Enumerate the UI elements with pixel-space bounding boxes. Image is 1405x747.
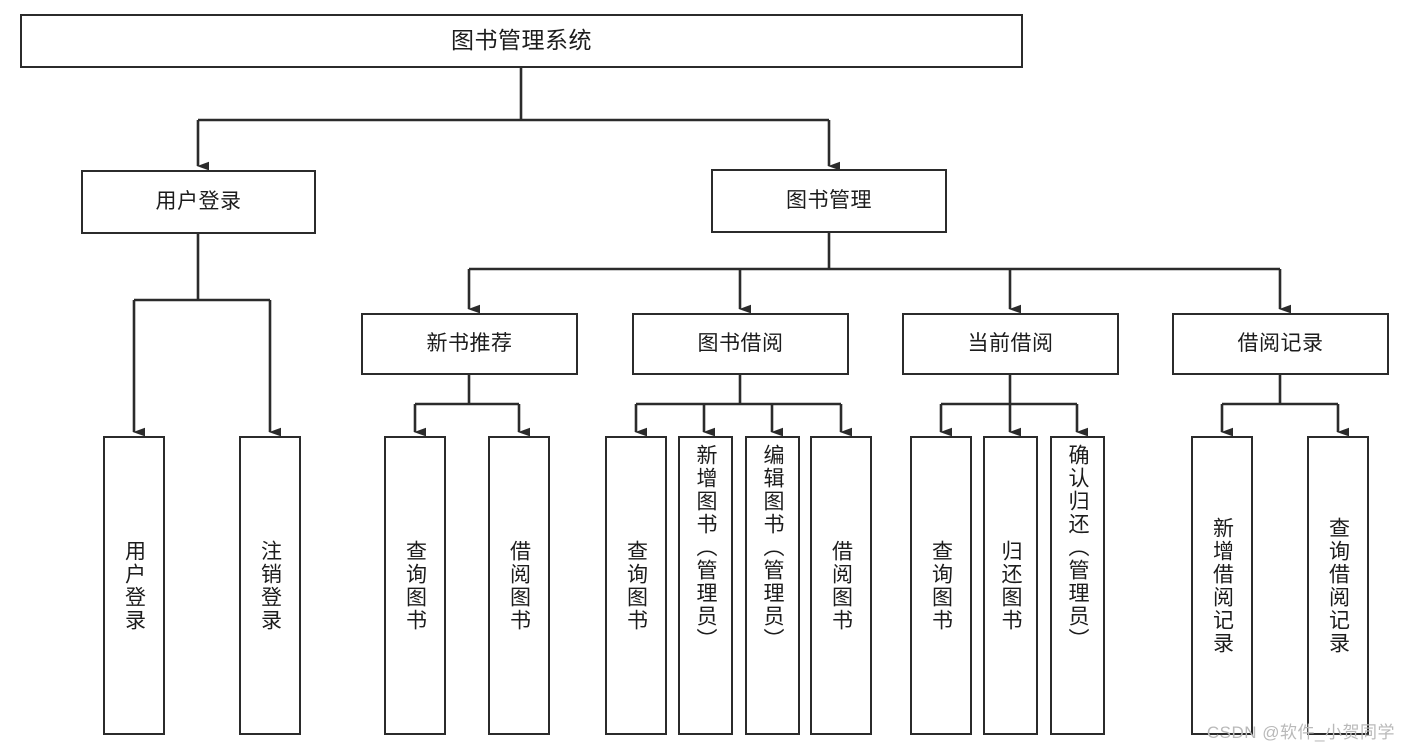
node-label: 用户登录 xyxy=(122,539,146,632)
leaf-borrow-add-book[interactable]: 新增图书（管理员） xyxy=(678,436,733,735)
node-new-book-recommend[interactable]: 新书推荐 xyxy=(361,313,578,375)
leaf-current-confirm-return[interactable]: 确认归还（管理员） xyxy=(1050,436,1105,735)
leaf-borrow-query[interactable]: 查询图书 xyxy=(605,436,667,735)
leaf-borrow-take-book[interactable]: 借阅图书 xyxy=(810,436,872,735)
node-label: 新增图书（管理员） xyxy=(694,444,718,651)
leaf-newbook-borrow[interactable]: 借阅图书 xyxy=(488,436,550,735)
node-book-management[interactable]: 图书管理 xyxy=(711,169,947,233)
node-current-borrow[interactable]: 当前借阅 xyxy=(902,313,1119,375)
node-label: 编辑图书（管理员） xyxy=(761,444,785,651)
node-label: 借阅图书 xyxy=(507,539,531,632)
leaf-borrow-edit-book[interactable]: 编辑图书（管理员） xyxy=(745,436,800,735)
node-label: 查询图书 xyxy=(624,539,648,632)
leaf-record-query[interactable]: 查询借阅记录 xyxy=(1307,436,1369,735)
leaf-login-user[interactable]: 用户登录 xyxy=(103,436,165,735)
node-label: 用户登录 xyxy=(155,189,242,213)
node-label: 查询图书 xyxy=(929,539,953,632)
leaf-current-query[interactable]: 查询图书 xyxy=(910,436,972,735)
leaf-current-return[interactable]: 归还图书 xyxy=(983,436,1038,735)
node-book-borrow[interactable]: 图书借阅 xyxy=(632,313,849,375)
leaf-record-add[interactable]: 新增借阅记录 xyxy=(1191,436,1253,735)
node-label: 确认归还（管理员） xyxy=(1066,444,1090,651)
node-label: 借阅记录 xyxy=(1237,331,1324,355)
node-label: 新增借阅记录 xyxy=(1210,516,1234,655)
leaf-newbook-query[interactable]: 查询图书 xyxy=(384,436,446,735)
node-label: 借阅图书 xyxy=(829,539,853,632)
node-label: 查询借阅记录 xyxy=(1326,516,1350,655)
node-label: 图书管理系统 xyxy=(451,27,592,54)
node-user-login[interactable]: 用户登录 xyxy=(81,170,316,234)
node-label: 归还图书 xyxy=(999,539,1023,632)
node-label: 图书借阅 xyxy=(697,331,784,355)
node-label: 新书推荐 xyxy=(426,331,513,355)
node-borrow-record[interactable]: 借阅记录 xyxy=(1172,313,1389,375)
node-label: 注销登录 xyxy=(258,539,282,632)
node-label: 查询图书 xyxy=(403,539,427,632)
watermark-text: CSDN @软件_小贺同学 xyxy=(1206,723,1395,742)
leaf-login-logout[interactable]: 注销登录 xyxy=(239,436,301,735)
node-label: 图书管理 xyxy=(786,188,872,212)
node-label: 当前借阅 xyxy=(967,331,1054,355)
node-root-system[interactable]: 图书管理系统 xyxy=(20,14,1023,68)
